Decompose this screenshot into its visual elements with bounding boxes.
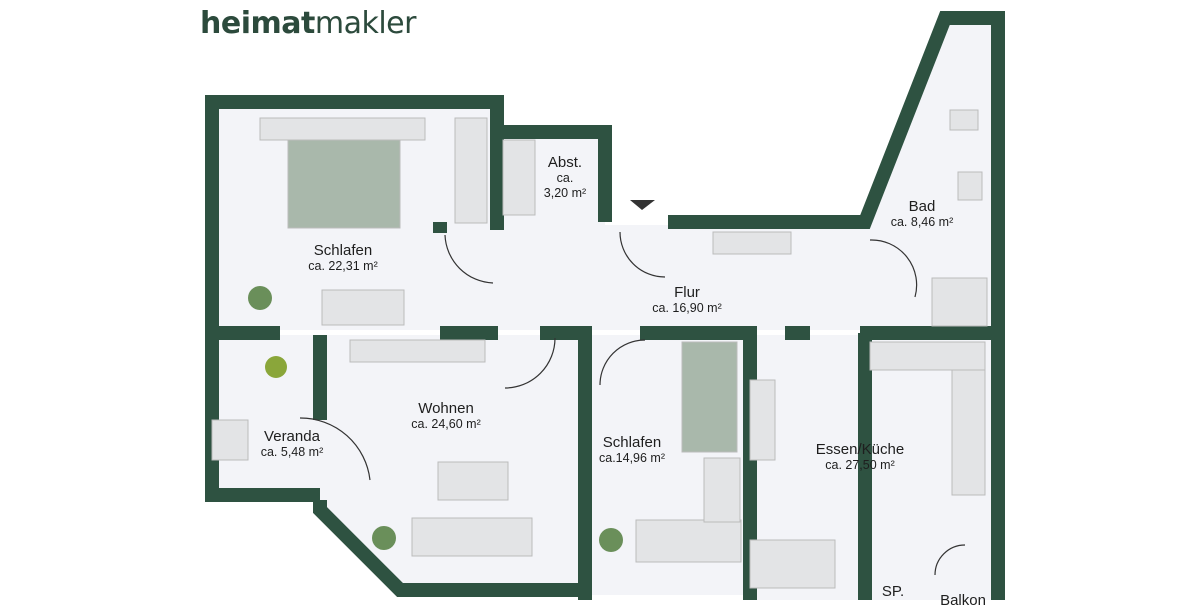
- sideboard: [712, 231, 792, 255]
- headboard: [259, 117, 426, 141]
- door-schlafen-2: [599, 339, 646, 386]
- dining-table: [749, 539, 836, 589]
- walls: [205, 11, 1005, 600]
- room-name: Wohnen: [418, 400, 474, 417]
- room-area: ca. 8,46 m²: [890, 215, 954, 230]
- room-area: ca. 16,90 m²: [652, 301, 722, 316]
- door-schlafen-1: [444, 234, 494, 284]
- room-area: ca.14,96 m²: [598, 451, 666, 466]
- door-veranda: [299, 417, 371, 481]
- plant-icon: [372, 526, 396, 550]
- double-bed: [287, 139, 401, 229]
- brand-logo: heimatmakler: [200, 6, 416, 41]
- sofa: [411, 517, 533, 557]
- tv-board: [349, 339, 486, 363]
- room-sp: SP.: [882, 583, 904, 600]
- shelf: [502, 139, 536, 216]
- room-area: ca. 5,48 m²: [260, 445, 324, 460]
- floor-bad: [865, 20, 995, 330]
- plant-icon: [599, 528, 623, 552]
- kitchen-counter-top: [869, 341, 986, 371]
- doors: [299, 231, 966, 576]
- desk-side: [703, 457, 741, 523]
- plant-icon: [265, 356, 287, 378]
- room-name: Bad: [908, 198, 936, 215]
- toilet: [949, 109, 979, 131]
- room-name: Schlafen: [313, 242, 373, 259]
- desk: [635, 519, 742, 563]
- room-name: Schlafen: [602, 434, 662, 451]
- room-name: Veranda: [264, 428, 320, 445]
- room-abst: Abst.ca.3,20 m²: [544, 154, 586, 200]
- kitchen-counter-side: [951, 369, 986, 496]
- door-bad: [869, 239, 918, 298]
- wardrobe: [454, 117, 488, 224]
- door-entrance: [619, 231, 666, 278]
- room-area: ca. 27,50 m²: [825, 458, 895, 473]
- room-area: ca. 24,60 m²: [411, 417, 481, 432]
- cabinet: [749, 379, 776, 461]
- door-balkon: [934, 544, 966, 576]
- floor-flur: [440, 225, 865, 330]
- plants: [248, 286, 623, 552]
- dresser: [321, 289, 405, 326]
- door-wohnen: [504, 337, 556, 389]
- room-name: SP.: [881, 583, 905, 600]
- room-name: Balkon: [940, 592, 986, 609]
- sink: [957, 171, 983, 201]
- room-name: Abst.: [547, 154, 583, 171]
- room-area-prefix: ca.: [556, 171, 574, 186]
- room-name: Flur: [674, 284, 700, 301]
- shower: [931, 277, 988, 327]
- plant-icon: [248, 286, 272, 310]
- entrance-arrow-icon: [630, 200, 655, 210]
- room-balkon: Balkon: [940, 592, 986, 609]
- logo-bold: heimat: [200, 6, 315, 41]
- single-bed: [681, 341, 738, 453]
- room-name: Essen/Küche: [815, 441, 905, 458]
- veranda-table: [211, 419, 249, 461]
- room-area: ca. 22,31 m²: [308, 259, 378, 274]
- room-area: 3,20 m²: [543, 185, 587, 200]
- coffee-table: [437, 461, 509, 501]
- furniture: [211, 109, 988, 589]
- logo-light: makler: [314, 6, 417, 41]
